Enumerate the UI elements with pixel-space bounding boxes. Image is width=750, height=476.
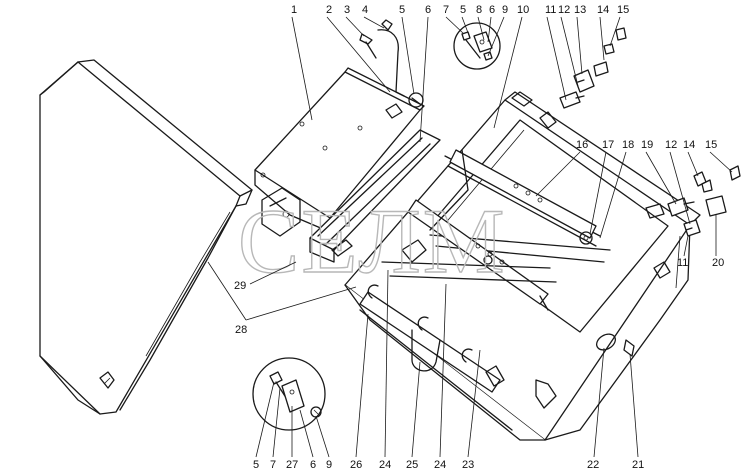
callout-leader-c6a — [419, 16, 429, 143]
callout-number-c15b: 15 — [705, 139, 717, 151]
callout-number-c10: 10 — [517, 4, 529, 16]
bolt-part-3 — [359, 33, 377, 59]
callout-leader-c5b — [461, 16, 471, 39]
callout-leader-c3 — [345, 16, 365, 37]
callout-leader-c8 — [477, 16, 485, 41]
callout-number-c3: 3 — [344, 4, 350, 16]
callout-leader-c7a — [445, 16, 465, 35]
callout-number-c24a: 24 — [379, 459, 391, 471]
callout-leaders — [207, 16, 733, 458]
callout-leader-c15a — [609, 16, 621, 47]
callout-leader-c18 — [599, 151, 627, 239]
callout-number-c1: 1 — [291, 4, 297, 16]
callout-number-c24b: 24 — [434, 459, 446, 471]
hardware-top-right — [559, 27, 627, 109]
hardware-right — [667, 165, 741, 237]
sliding-rail — [309, 129, 441, 263]
watermark-text: СЕЛМ — [238, 190, 507, 292]
callout-number-c22: 22 — [587, 459, 599, 471]
main-frame — [344, 91, 701, 441]
callout-leader-c19 — [645, 151, 677, 205]
callout-number-c27: 27 — [286, 459, 298, 471]
callout-number-c2: 2 — [326, 4, 332, 16]
callout-leader-c4 — [363, 16, 385, 29]
callout-number-c7a: 7 — [443, 4, 449, 16]
callout-leader-c21 — [629, 353, 639, 458]
callout-number-c6c: 6 — [310, 459, 316, 471]
callout-number-c9b: 9 — [326, 459, 332, 471]
callout-leader-c24b — [439, 283, 447, 458]
callout-leader-c13 — [576, 16, 583, 75]
callout-leader-c29 — [249, 261, 297, 285]
top-cover-plate — [254, 67, 425, 233]
callout-number-c7b: 7 — [270, 459, 276, 471]
callout-number-c28: 28 — [235, 324, 247, 336]
callout-leader-c12b — [669, 151, 691, 225]
callout-number-c13: 13 — [574, 4, 586, 16]
callout-leader-c26 — [355, 313, 369, 458]
callout-leader-c17 — [589, 151, 607, 235]
callout-number-c12b: 12 — [665, 139, 677, 151]
callout-number-c19: 19 — [641, 139, 653, 151]
callout-leader-c22 — [593, 347, 605, 458]
callout-number-c29: 29 — [234, 280, 246, 292]
callout-leader-c6b — [487, 16, 492, 43]
callout-leader-c23 — [467, 349, 481, 458]
callout-number-c11a: 11 — [545, 4, 556, 16]
callout-number-c5c: 5 — [253, 459, 259, 471]
callout-number-c26: 26 — [350, 459, 362, 471]
callout-number-c12a: 12 — [558, 4, 570, 16]
callout-number-c23: 23 — [462, 459, 474, 471]
callout-leader-c14a — [599, 16, 605, 61]
handle-rod — [377, 19, 405, 97]
callout-leader-c1 — [291, 16, 313, 121]
callout-number-c20: 20 — [712, 257, 724, 269]
callout-leader-c12a — [560, 16, 579, 87]
callout-number-c14a: 14 — [597, 4, 609, 16]
callout-leader-c11a — [546, 16, 567, 101]
callout-leader-c28 — [207, 261, 247, 321]
callout-leader-c2 — [326, 16, 391, 93]
callout-leader-c14b — [687, 151, 699, 177]
callout-leader-c9a — [487, 16, 505, 57]
callout-leader-c28 — [245, 286, 357, 321]
callout-leader-c9b — [315, 415, 330, 458]
callout-number-c15a: 15 — [617, 4, 629, 16]
callout-number-c5b: 5 — [460, 4, 466, 16]
callout-number-c11b: 11 — [677, 257, 688, 269]
detail-view-top — [453, 22, 501, 70]
detail-view-bottom — [252, 357, 326, 431]
callout-number-c25: 25 — [406, 459, 418, 471]
callout-leader-c6c — [299, 409, 314, 458]
callout-leader-c10 — [493, 16, 523, 129]
callout-leader-c5c — [255, 381, 275, 458]
rail-bracket — [261, 187, 301, 237]
callout-number-c21: 21 — [632, 459, 644, 471]
callout-leader-c24a — [384, 269, 389, 458]
callout-leader-c11b — [683, 235, 689, 257]
callout-leader-c16 — [535, 151, 581, 197]
callout-number-c17: 17 — [602, 139, 614, 151]
callout-leader-c25 — [411, 361, 421, 458]
callout-leader-c7b — [272, 387, 281, 458]
callout-number-c5a: 5 — [399, 4, 405, 16]
callout-number-c6a: 6 — [425, 4, 431, 16]
callout-number-c16: 16 — [576, 139, 588, 151]
callout-number-c6b: 6 — [489, 4, 495, 16]
callout-number-c4: 4 — [362, 4, 368, 16]
callout-leader-c15b — [709, 151, 733, 173]
callout-leader-c5a — [401, 16, 415, 95]
callout-number-c9a: 9 — [502, 4, 508, 16]
callout-number-c14b: 14 — [683, 139, 695, 151]
cover-panel — [39, 59, 253, 415]
callout-number-c8: 8 — [476, 4, 482, 16]
callout-number-c18: 18 — [622, 139, 634, 151]
